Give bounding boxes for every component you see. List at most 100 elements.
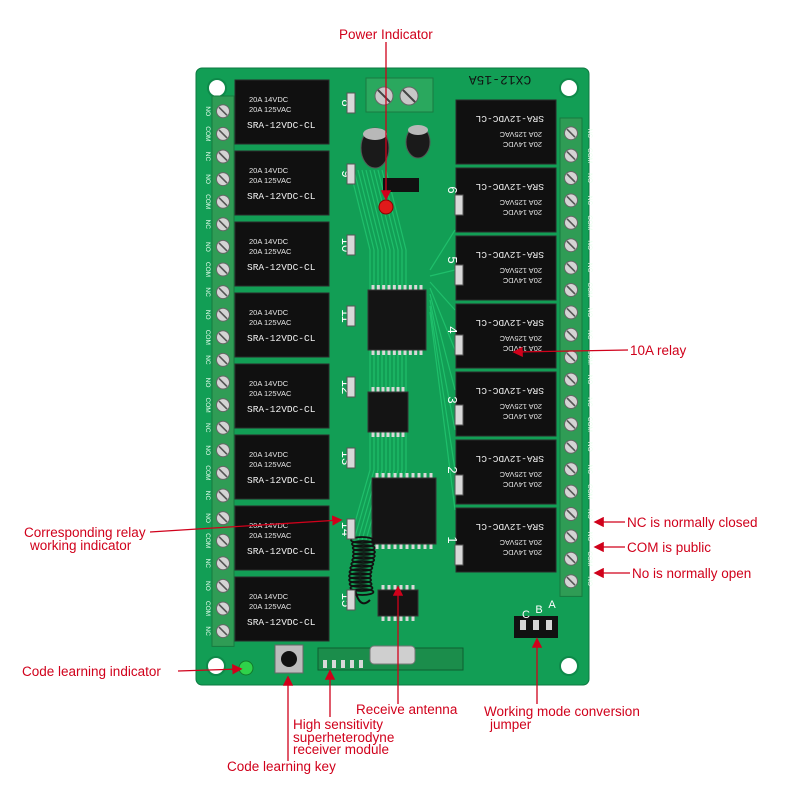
relay-rating-text: 20A 125VAC (499, 266, 542, 275)
pcb-trace (429, 269, 456, 277)
terminal-screw-slot (566, 151, 576, 161)
chip-pin (411, 473, 415, 478)
terminal-screw-slot (218, 536, 228, 546)
terminal-screw-slot (566, 442, 576, 452)
terminal-screw-slot (218, 129, 228, 139)
nc-normally-closed-label: NC is normally closed (627, 515, 758, 530)
module-pin (341, 660, 345, 668)
channel-number: 1 (445, 536, 460, 543)
terminal-label: COM (204, 194, 211, 209)
chip-pin (423, 544, 427, 549)
terminal-screw-slot (566, 330, 576, 340)
terminal-screw-slot (566, 218, 576, 228)
terminal-screw-slot (218, 513, 228, 523)
corresponding-relay-label-line2: working indicator (30, 538, 132, 553)
relay-right (455, 439, 557, 505)
chip-pin (376, 387, 380, 392)
code-learning-key-cap (281, 651, 297, 667)
chip-pin (376, 285, 380, 290)
terminal-screw-slot (218, 377, 228, 388)
chip-pin (392, 350, 396, 355)
screw-slot (402, 89, 416, 103)
chip-pin (393, 473, 397, 478)
mounting-hole (559, 656, 579, 676)
relay-left (234, 363, 330, 429)
terminal-label: NC (586, 196, 593, 206)
terminal-screw-slot (566, 464, 576, 474)
terminal-label: COM (204, 601, 211, 616)
pcb-trace (429, 281, 456, 311)
chip-pin (408, 285, 412, 290)
mcu-ic (371, 477, 437, 545)
terminal-screw-slot (218, 332, 228, 342)
chip-pin (381, 387, 385, 392)
chip-pin (399, 473, 403, 478)
terminal-label: NO (586, 240, 593, 250)
relay-model-text: SRA-12VDC-CL (475, 181, 544, 192)
terminal-label: NC (586, 397, 593, 407)
code-learning-led (238, 660, 254, 676)
terminal-label: COM (204, 533, 211, 548)
com-public-label: COM is public (627, 540, 712, 555)
terminal-screw-slot (566, 375, 576, 385)
chip-pin (401, 387, 405, 392)
relay-model-text: SRA-12VDC-CL (247, 475, 316, 486)
corresponding-relay-label-line1: Corresponding relay (24, 525, 146, 540)
jumper-pin (546, 620, 552, 630)
relay-model-text: SRA-12VDC-CL (475, 521, 544, 532)
relay-rating-text: 20A 14VDC (249, 166, 289, 175)
terminal-label: NO (204, 513, 211, 523)
terminal-screw-slot (566, 554, 576, 564)
jumper-letter: B (535, 604, 542, 616)
chip-pin (417, 473, 421, 478)
channel-indicator-led (346, 518, 356, 540)
chip-pin (387, 473, 391, 478)
terminal-screw-slot (218, 174, 228, 184)
terminal-screw-slot (218, 264, 228, 275)
terminal-screw-slot (218, 310, 228, 320)
terminal-screw-slot (218, 423, 228, 433)
relay-rating-text: 20A 125VAC (499, 470, 542, 479)
terminal-label: NO (204, 174, 211, 184)
terminal-label: COM (204, 398, 211, 413)
relay-10a-label: 10A relay (630, 343, 687, 358)
terminal-screw-slot (218, 242, 228, 252)
chip-pin (376, 432, 380, 437)
chip-pin (403, 350, 407, 355)
relay-model-text: SRA-12VDC-CL (475, 249, 544, 260)
regulator-chip (383, 178, 419, 192)
terminal-label: NC (204, 423, 211, 433)
module-pin (323, 660, 327, 668)
pcb-trace (429, 229, 456, 271)
terminal-screw-slot (218, 558, 228, 568)
working-mode-label-line2: jumper (490, 717, 532, 732)
relay-model-text: SRA-12VDC-CL (247, 191, 316, 202)
terminal-label: NO (586, 442, 593, 452)
module-pin (350, 660, 354, 668)
board-model-text: CX12-15A (469, 72, 532, 87)
chip-pin (386, 432, 390, 437)
relay-rating-text: 20A 125VAC (499, 130, 542, 139)
chip-pin (371, 432, 375, 437)
relay-rating-text: 20A 14VDC (502, 480, 542, 489)
channel-indicator-led (454, 404, 464, 426)
terminal-label: NC (586, 330, 593, 340)
antenna-coil (351, 556, 376, 564)
terminal-screw-slot (566, 352, 576, 362)
terminal-screw-slot (566, 576, 576, 586)
terminal-label: NC (586, 465, 593, 475)
pcb-trace (429, 293, 456, 391)
terminal-label: NO (586, 375, 593, 385)
relay-rating-text: 20A 14VDC (249, 450, 289, 459)
channel-number: 6 (445, 186, 460, 193)
terminal-screw-slot (566, 487, 576, 497)
channel-indicator-led (346, 376, 356, 398)
chip-pin (391, 387, 395, 392)
